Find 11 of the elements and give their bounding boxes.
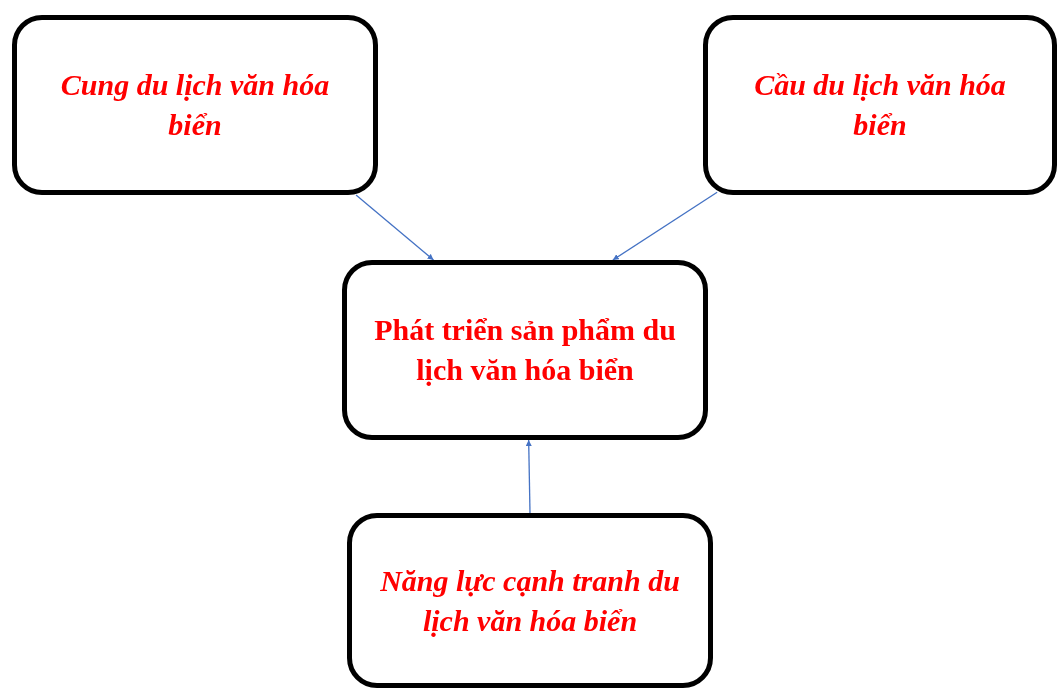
rounded-box xyxy=(703,15,1057,195)
box-label: Năng lực cạnh tranh du lịch văn hóa biển xyxy=(379,562,681,639)
box-label: Phát triển sản phẩm du lịch văn hóa biển xyxy=(373,312,677,388)
rounded-box xyxy=(12,15,378,195)
arrow xyxy=(355,194,435,261)
arrow xyxy=(612,191,718,261)
rounded-box xyxy=(342,260,708,440)
box-label: Cầu du lịch văn hóa biển xyxy=(753,67,1007,143)
arrow xyxy=(525,439,532,514)
box-label: Cung du lịch văn hóa biển xyxy=(59,67,331,143)
rounded-box xyxy=(347,513,713,688)
